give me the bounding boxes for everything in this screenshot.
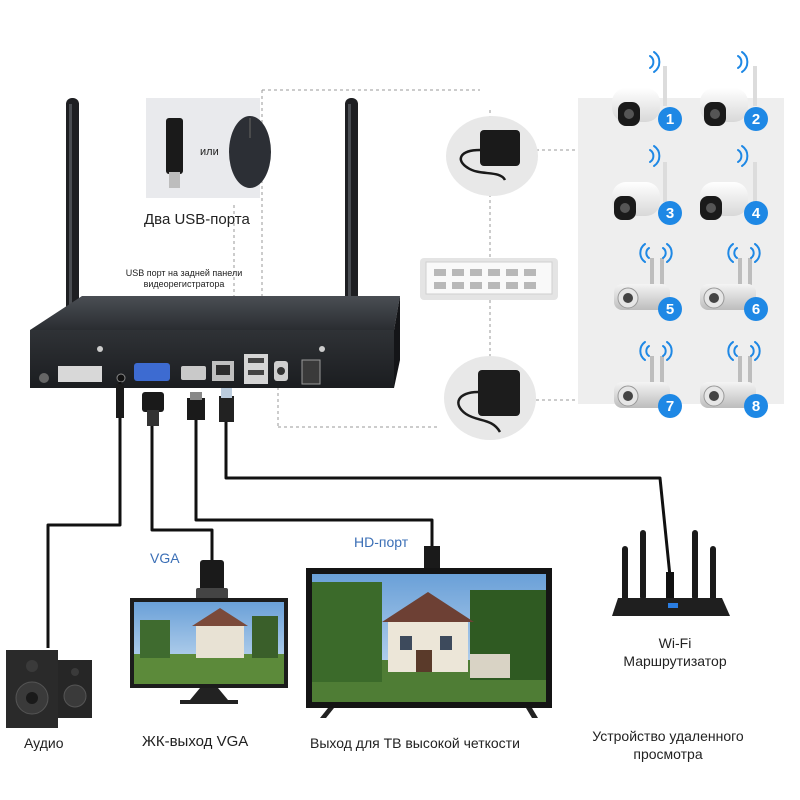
camera-badges <box>658 107 768 418</box>
camera-badge-6 <box>744 297 768 321</box>
camera-badge-2 <box>744 107 768 131</box>
vga-plug-end <box>196 560 228 602</box>
usb-ports-caption: Два USB-порта <box>144 211 250 228</box>
remote-viewing-caption: Устройство удаленного просмотра <box>580 727 756 763</box>
camera-2 <box>700 66 757 126</box>
camera-number: 7 <box>666 398 674 415</box>
usb-rear-note-line2: видеорегистратора <box>143 279 225 289</box>
vga-cable-label: VGA <box>150 550 180 566</box>
usb-or-label: или <box>200 146 219 158</box>
camera-panel <box>578 98 784 404</box>
tv-icon <box>306 568 552 718</box>
usb-rear-note-line1: USB порт на задней панели <box>125 268 243 278</box>
remote-viewing-line2: просмотра <box>633 746 703 762</box>
camera-6 <box>700 258 756 310</box>
router-icon <box>612 530 730 616</box>
camera-badge-8 <box>744 394 768 418</box>
power-adapter-icon <box>446 116 538 196</box>
usb-rear-note: USB порт на задней панели видеорегистрат… <box>120 268 248 290</box>
camera-number: 2 <box>752 111 760 128</box>
router-caption-line2: Маршрутизатор <box>623 653 727 669</box>
camera-badge-4 <box>744 201 768 225</box>
speaker-icon <box>58 660 92 718</box>
usb-dongle-icon <box>166 118 183 188</box>
camera-4 <box>700 162 757 220</box>
nvr-recorder <box>30 296 400 388</box>
router-caption: Wi-Fi Маршрутизатор <box>600 634 750 670</box>
wifi-icon <box>639 51 761 361</box>
camera-badge-7 <box>658 394 682 418</box>
vga-plug <box>142 392 164 426</box>
audio-plug <box>116 384 124 418</box>
vga-cable <box>150 405 214 560</box>
camera-number: 8 <box>752 398 760 415</box>
tv-caption: Выход для ТВ высокой четкости <box>310 735 520 751</box>
hdmi-plug <box>187 392 205 420</box>
camera-3 <box>612 162 667 220</box>
hdmi-plug-end <box>424 546 440 572</box>
camera-number: 4 <box>752 205 761 222</box>
monitor-icon <box>130 598 288 704</box>
power-strip-icon <box>420 258 558 300</box>
vga-monitor-caption: ЖК-выход VGA <box>142 733 249 750</box>
audio-cable <box>46 382 122 648</box>
hd-port-label: HD-порт <box>354 534 409 550</box>
camera-number: 5 <box>666 301 674 318</box>
ethernet-plug <box>219 388 234 422</box>
camera-badge-3 <box>658 201 682 225</box>
speaker-icon <box>6 650 58 728</box>
camera-badge-1 <box>658 107 682 131</box>
camera-5 <box>614 258 670 310</box>
remote-viewing-line1: Устройство удаленного <box>592 728 744 744</box>
camera-8 <box>700 356 756 408</box>
hdmi-cable <box>194 410 434 548</box>
audio-caption: Аудио <box>24 735 64 751</box>
cables <box>46 382 674 648</box>
power-adapter-icon <box>444 356 536 440</box>
ethernet-cable <box>224 418 674 597</box>
camera-number: 1 <box>666 111 674 128</box>
camera-number: 3 <box>666 205 674 222</box>
router-caption-line1: Wi-Fi <box>658 635 692 651</box>
mouse-icon <box>229 116 271 188</box>
camera-7 <box>614 356 670 408</box>
camera-1 <box>612 66 667 126</box>
camera-number: 6 <box>752 301 760 318</box>
camera-badge-5 <box>658 297 682 321</box>
